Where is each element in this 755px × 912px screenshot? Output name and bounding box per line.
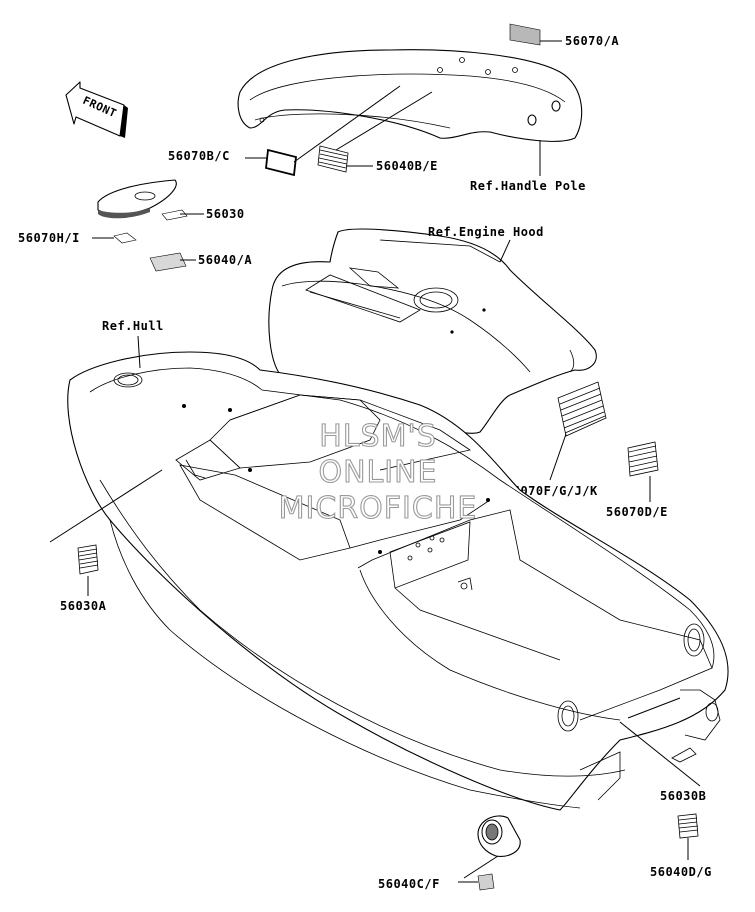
decal-56040cf: 56040C/F <box>378 855 499 891</box>
decal-56040be: 56040B/E <box>317 91 438 173</box>
label-56040cf: 56040C/F <box>378 877 440 891</box>
decal-56040a: 56040/A <box>149 252 252 272</box>
label-ref-engine-hood: Ref.Engine Hood <box>428 225 544 239</box>
watermark: HLSM'S ONLINE MICROFICHE <box>278 418 478 526</box>
decal-56070bc: 56070B/C <box>168 85 401 177</box>
label-56040a: 56040/A <box>198 253 252 267</box>
decal-56040dg: 56040D/G <box>650 813 712 879</box>
label-ref-hull: Ref.Hull <box>102 319 164 333</box>
engine-hood <box>268 228 597 434</box>
label-56040dg: 56040D/G <box>650 865 712 879</box>
label-56070bc: 56070B/C <box>168 149 230 163</box>
seat-pad <box>97 179 177 219</box>
front-arrow-icon: FRONT <box>65 81 128 138</box>
watermark-line-2: ONLINE <box>318 455 437 490</box>
decal-56030a: 56030A <box>49 469 163 613</box>
decal-56070a: 56070/A <box>509 23 619 48</box>
vent-knob <box>477 815 521 857</box>
label-56070hi: 56070H/I <box>18 231 80 245</box>
label-56070a: 56070/A <box>565 34 619 48</box>
label-ref-handle-pole: Ref.Handle Pole <box>470 179 586 193</box>
decal-56070hi: 56070H/I <box>18 231 137 245</box>
label-56030: 56030 <box>206 207 245 221</box>
label-56030b: 56030B <box>660 789 706 803</box>
hull <box>67 351 729 811</box>
label-56040be: 56040B/E <box>376 159 438 173</box>
decal-56030b: 56030B <box>619 697 706 803</box>
handle-pole-cover <box>237 49 583 142</box>
decal-56030: 56030 <box>161 207 245 221</box>
decal-56070de: 56070D/E <box>606 441 668 519</box>
label-56030a: 56030A <box>60 599 107 613</box>
label-56070fgjk: 56070F/G/J/K <box>505 484 598 498</box>
watermark-line-3: MICROFICHE <box>279 491 478 526</box>
watermark-line-1: HLSM'S <box>319 419 437 454</box>
decal-56070fgjk: 56070F/G/J/K <box>505 381 607 498</box>
label-56070de: 56070D/E <box>606 505 668 519</box>
